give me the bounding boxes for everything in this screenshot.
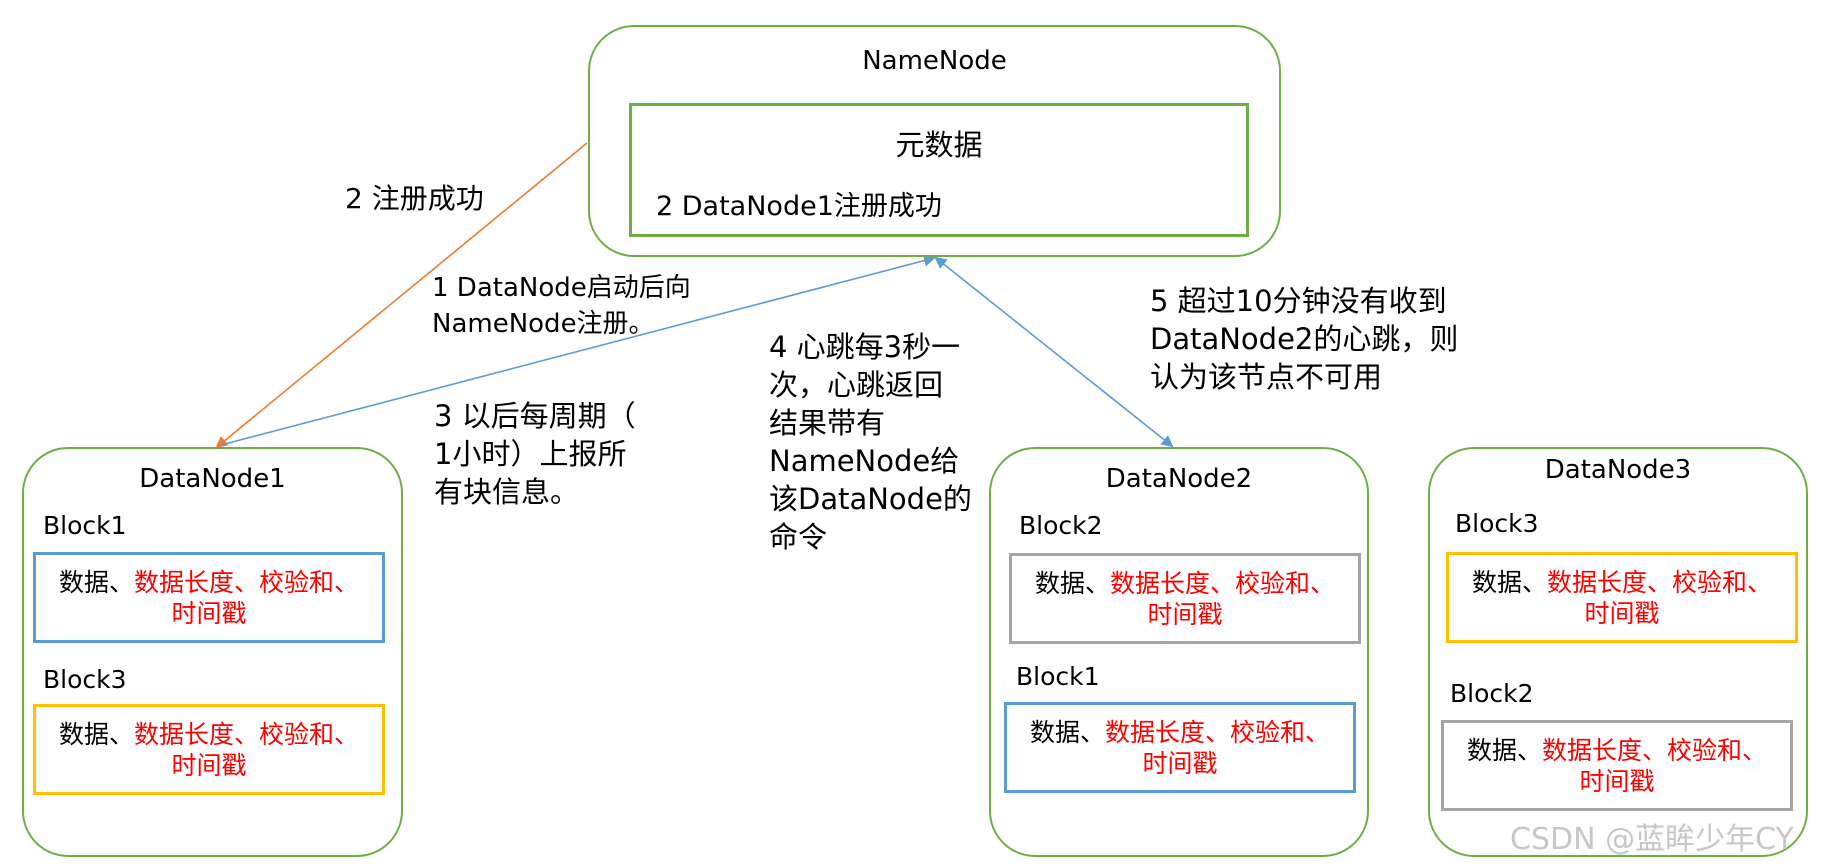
block-data-text: 数据、 bbox=[1034, 569, 1110, 598]
annotation-timeout-line-3: 认为该节点不可用 bbox=[1150, 360, 1383, 394]
datanode2-title: DataNode2 bbox=[1105, 464, 1253, 494]
annotation-heartbeat-line-3: 结果带有 bbox=[769, 406, 886, 440]
heartbeat-arrow bbox=[934, 256, 1174, 448]
block-timestamp-text: 时间戳 bbox=[1579, 767, 1655, 796]
annotation-timeout: 5 超过10分钟没有收到 DataNode2的心跳，则 认为该节点不可用 bbox=[1150, 282, 1458, 396]
block-data-text: 数据、 bbox=[1029, 718, 1105, 747]
block-data-text: 数据、 bbox=[58, 568, 134, 597]
register-success-arrow bbox=[215, 142, 588, 449]
annotation-timeout-line-2: DataNode2的心跳，则 bbox=[1150, 322, 1459, 356]
block-meta-text: 数据长度、校验和、 bbox=[1110, 569, 1336, 598]
datanode1-box: DataNode1 Block1 数据、数据长度、校验和、 时间戳 Block3… bbox=[22, 447, 403, 857]
datanode3-block-label-1: Block3 bbox=[1455, 509, 1539, 538]
datanode1-block-2: 数据、数据长度、校验和、 时间戳 bbox=[33, 704, 385, 795]
block-meta-text: 数据长度、校验和、 bbox=[1542, 736, 1768, 765]
annotation-register-success: 2 注册成功 bbox=[345, 182, 484, 215]
annotation-register-line-1: 1 DataNode启动后向 bbox=[432, 273, 691, 303]
annotation-heartbeat-line-4: NameNode给 bbox=[769, 444, 960, 478]
block-meta-text: 数据长度、校验和、 bbox=[1105, 718, 1331, 747]
watermark: CSDN @蓝眸少年CY bbox=[1510, 822, 1794, 857]
block-meta-text: 数据长度、校验和、 bbox=[134, 568, 360, 597]
datanode1-block-1: 数据、数据长度、校验和、 时间戳 bbox=[33, 552, 385, 643]
block-timestamp-text: 时间戳 bbox=[1142, 749, 1218, 778]
block-data-text: 数据、 bbox=[1471, 568, 1547, 597]
block-timestamp-text: 时间戳 bbox=[1147, 600, 1223, 629]
annotation-heartbeat-line-5: 该DataNode的 bbox=[769, 482, 972, 516]
block-data-text: 数据、 bbox=[1466, 736, 1542, 765]
datanode2-block-label-1: Block2 bbox=[1019, 511, 1103, 540]
datanode1-block-label-2: Block3 bbox=[43, 665, 127, 694]
datanode3-block-label-2: Block2 bbox=[1450, 679, 1534, 708]
datanode3-block-2: 数据、数据长度、校验和、 时间戳 bbox=[1441, 720, 1793, 811]
block-meta-text: 数据长度、校验和、 bbox=[134, 720, 360, 749]
metadata-title: 元数据 bbox=[895, 128, 983, 162]
datanode2-block-label-2: Block1 bbox=[1016, 662, 1100, 691]
datanode3-title: DataNode3 bbox=[1544, 455, 1692, 485]
annotation-heartbeat-line-1: 4 心跳每3秒一 bbox=[769, 330, 961, 364]
annotation-timeout-line-1: 5 超过10分钟没有收到 bbox=[1150, 284, 1447, 318]
annotation-register-line-2: NameNode注册。 bbox=[432, 309, 655, 339]
annotation-heartbeat-line-6: 命令 bbox=[769, 520, 828, 554]
metadata-box: 元数据 2 DataNode1注册成功 bbox=[629, 103, 1249, 237]
annotation-heartbeat-line-2: 次，心跳返回 bbox=[769, 368, 944, 402]
datanode2-block-2: 数据、数据长度、校验和、 时间戳 bbox=[1004, 702, 1356, 793]
annotation-report-line-3: 有块信息。 bbox=[434, 475, 580, 509]
annotation-heartbeat: 4 心跳每3秒一 次，心跳返回 结果带有 NameNode给 该DataNode… bbox=[769, 328, 972, 556]
block-data-text: 数据、 bbox=[58, 720, 134, 749]
datanode3-box: DataNode3 Block3 数据、数据长度、校验和、 时间戳 Block2… bbox=[1428, 447, 1808, 857]
block-timestamp-text: 时间戳 bbox=[1584, 599, 1660, 628]
block-timestamp-text: 时间戳 bbox=[171, 599, 247, 628]
namenode-box: NameNode 元数据 2 DataNode1注册成功 bbox=[588, 25, 1281, 257]
annotation-report-line-1: 3 以后每周期（ bbox=[434, 399, 636, 433]
metadata-entry: 2 DataNode1注册成功 bbox=[656, 191, 942, 222]
datanode1-title: DataNode1 bbox=[139, 464, 286, 494]
block-meta-text: 数据长度、校验和、 bbox=[1547, 568, 1773, 597]
datanode1-block-label-1: Block1 bbox=[43, 511, 127, 540]
annotation-register: 1 DataNode启动后向 NameNode注册。 bbox=[432, 270, 691, 342]
datanode2-block-1: 数据、数据长度、校验和、 时间戳 bbox=[1009, 553, 1361, 644]
datanode2-box: DataNode2 Block2 数据、数据长度、校验和、 时间戳 Block1… bbox=[989, 447, 1369, 857]
annotation-report: 3 以后每周期（ 1小时）上报所 有块信息。 bbox=[434, 397, 636, 511]
datanode3-block-1: 数据、数据长度、校验和、 时间戳 bbox=[1446, 552, 1798, 643]
block-timestamp-text: 时间戳 bbox=[171, 751, 247, 780]
register-arrow bbox=[220, 254, 936, 446]
annotation-report-line-2: 1小时）上报所 bbox=[434, 437, 627, 471]
namenode-title: NameNode bbox=[862, 46, 1007, 76]
